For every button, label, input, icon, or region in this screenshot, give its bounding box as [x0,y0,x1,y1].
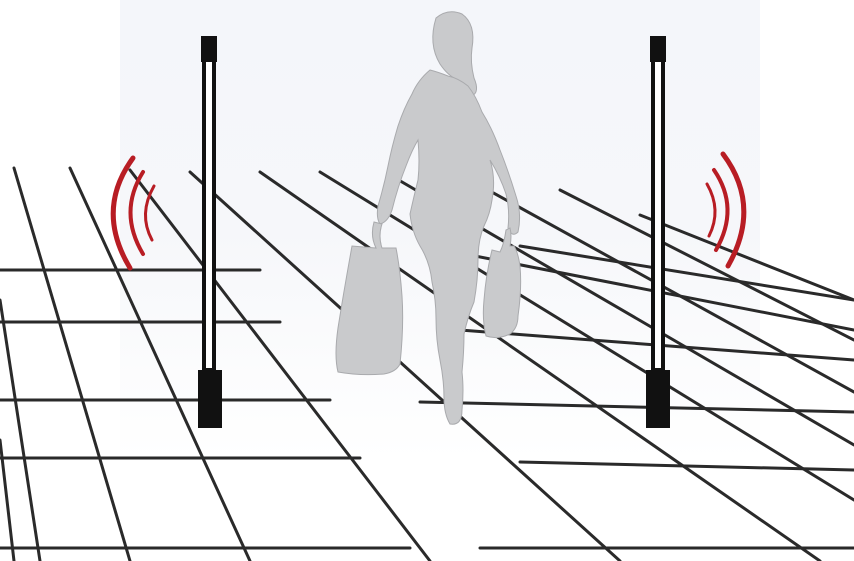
antenna-cap [201,36,217,62]
antenna-base [198,370,222,428]
antenna-base [646,370,670,428]
antenna-glass [206,62,212,368]
antenna-glass [655,62,661,368]
antenna-cap [650,36,666,62]
